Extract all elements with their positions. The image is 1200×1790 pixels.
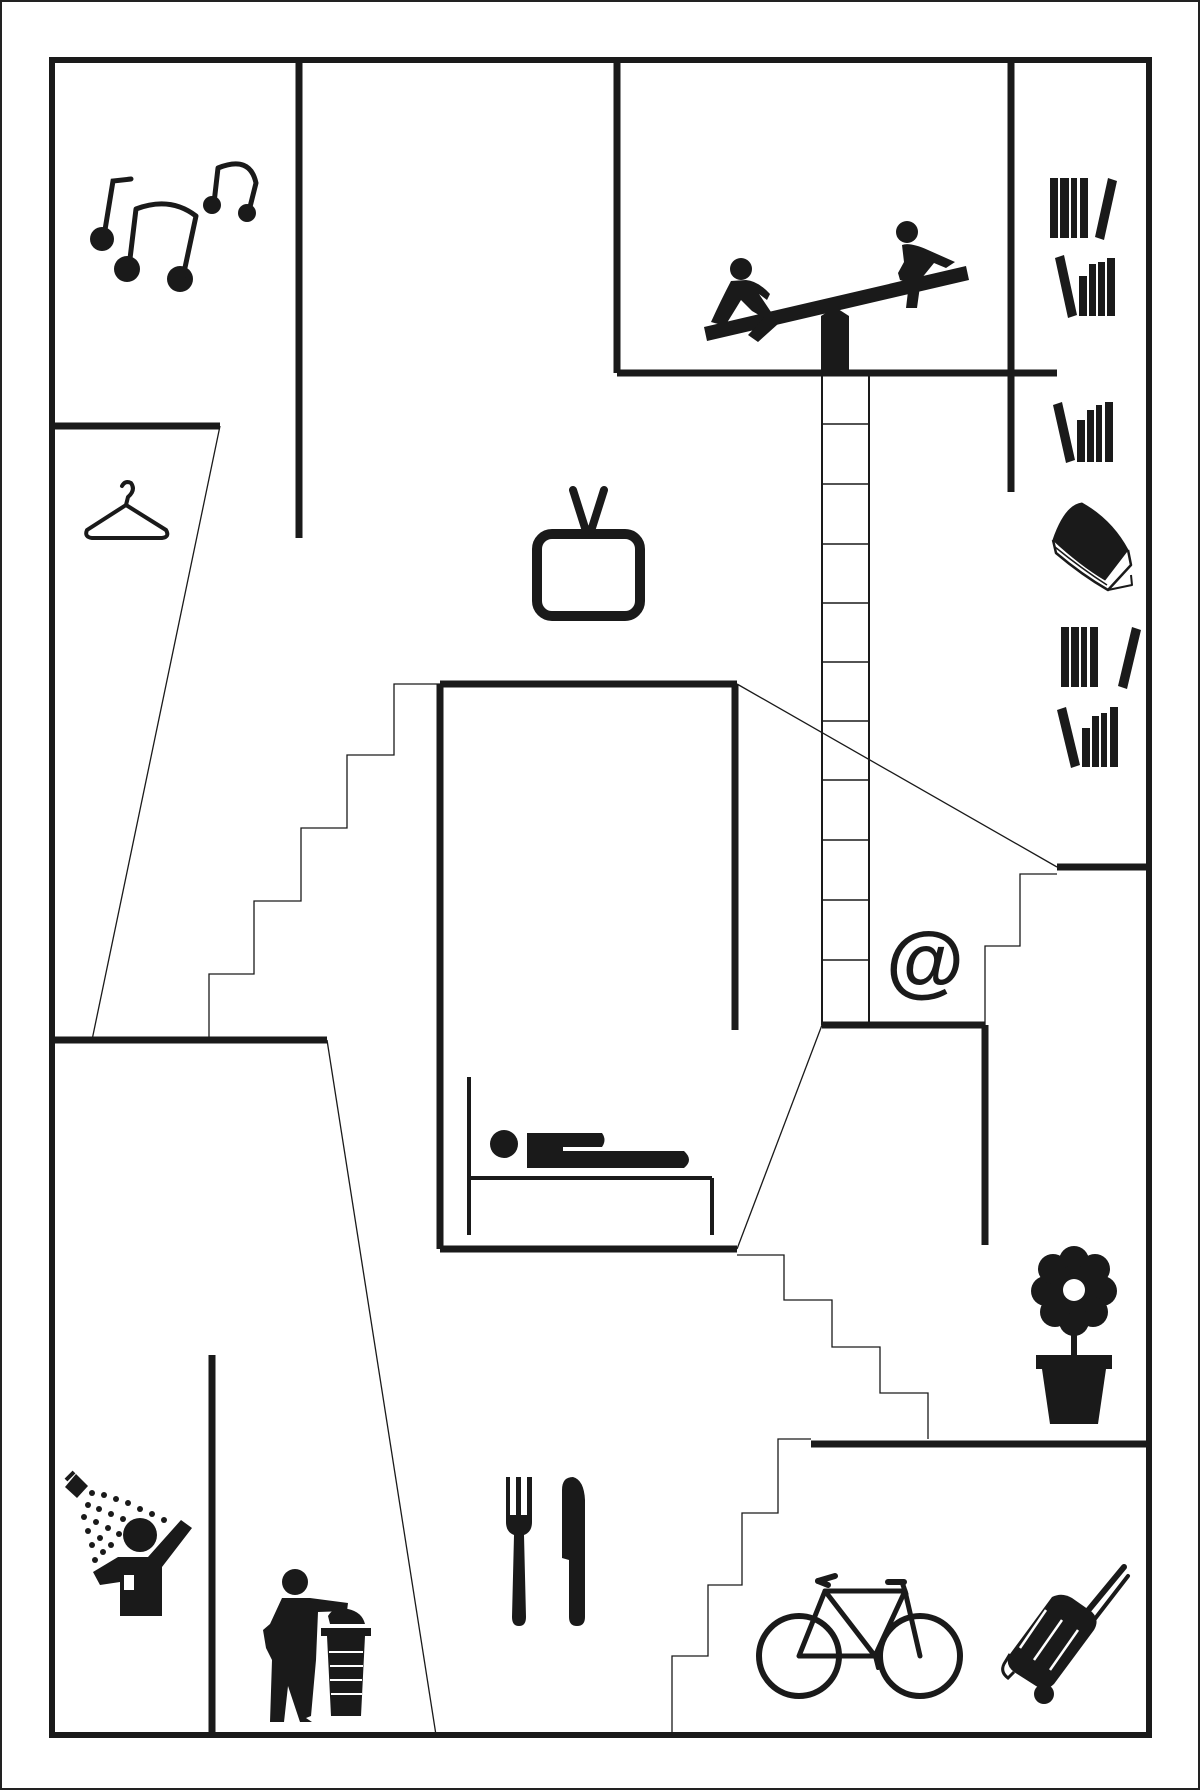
litter-disposal-icon: [263, 1569, 371, 1722]
thin-lines: [91, 425, 1058, 1736]
staircase-right: [984, 873, 1057, 1025]
child-right: [896, 221, 955, 308]
shower-icon: [64, 1470, 192, 1616]
bicycle-icon: [756, 1573, 963, 1699]
staircase-garage: [671, 1438, 811, 1735]
fork-knife-icon: [506, 1477, 585, 1626]
bedroom-slope-line-upper: [736, 683, 1058, 868]
walls: [52, 60, 1149, 1735]
bathroom-slope-line: [326, 1039, 437, 1736]
potted-flower-icon: [1031, 1246, 1117, 1424]
staircase-left: [208, 683, 440, 1040]
child-left: [711, 258, 778, 342]
at-sign-icon: @: [886, 916, 964, 1005]
shower-water-drops: [81, 1490, 167, 1563]
open-book-icon: [1051, 502, 1133, 592]
music-notes-icon: [90, 161, 259, 292]
books-icon: [1050, 178, 1141, 768]
television-icon: [532, 486, 645, 621]
closet-slope-line: [91, 425, 221, 1041]
seesaw-pivot: [821, 307, 849, 373]
ladder-rungs: [822, 423, 869, 961]
sleeping-person-bed-icon: [467, 1077, 714, 1235]
bedroom-slope-line-lower: [736, 1024, 823, 1250]
seesaw-icon: [704, 221, 969, 373]
house-outline: [49, 57, 1152, 1738]
rolling-luggage-icon: [1001, 1564, 1130, 1704]
coat-hanger-icon: [84, 480, 170, 540]
ladder: [821, 373, 870, 1025]
staircase-lower-middle: [737, 1254, 929, 1439]
